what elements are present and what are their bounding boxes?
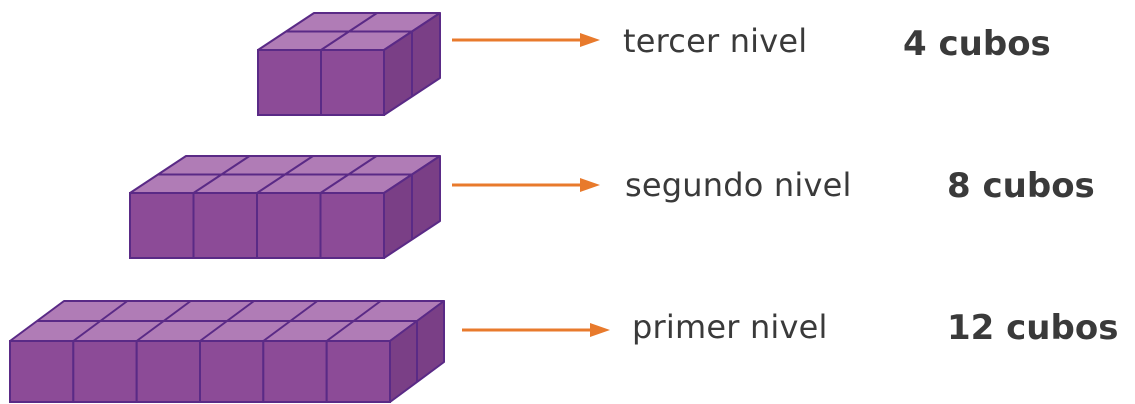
cube-front-face bbox=[72, 340, 138, 403]
arrow-head bbox=[580, 33, 600, 47]
cube-front-face bbox=[192, 192, 258, 259]
cube-front-face bbox=[199, 340, 265, 403]
cube-front-face bbox=[262, 340, 328, 403]
cube-slab-segundo bbox=[129, 155, 441, 259]
cube-front-face bbox=[256, 192, 322, 259]
cube-front-face bbox=[9, 340, 75, 403]
cube-front-face bbox=[135, 340, 202, 403]
arrow-head bbox=[580, 178, 600, 192]
count-label-segundo: 8 cubos bbox=[947, 166, 1095, 206]
level-label-tercer: tercer nivel bbox=[623, 22, 808, 60]
cube-front-face bbox=[320, 49, 385, 116]
count-label-primer: 12 cubos bbox=[947, 308, 1119, 348]
count-label-tercer: 4 cubos bbox=[903, 24, 1051, 64]
level-label-segundo: segundo nivel bbox=[625, 166, 852, 204]
cube-front-face bbox=[129, 192, 195, 259]
arrow-tercer bbox=[452, 33, 600, 47]
cube-slab-tercer bbox=[257, 12, 441, 116]
arrow-segundo bbox=[452, 178, 600, 192]
cube-slab-primer bbox=[9, 300, 445, 403]
arrow-head bbox=[590, 323, 610, 337]
level-label-primer: primer nivel bbox=[632, 308, 828, 346]
arrow-primer bbox=[462, 323, 610, 337]
cube-front-face bbox=[325, 340, 391, 403]
cube-front-face bbox=[257, 49, 322, 116]
cube-front-face bbox=[319, 192, 385, 259]
